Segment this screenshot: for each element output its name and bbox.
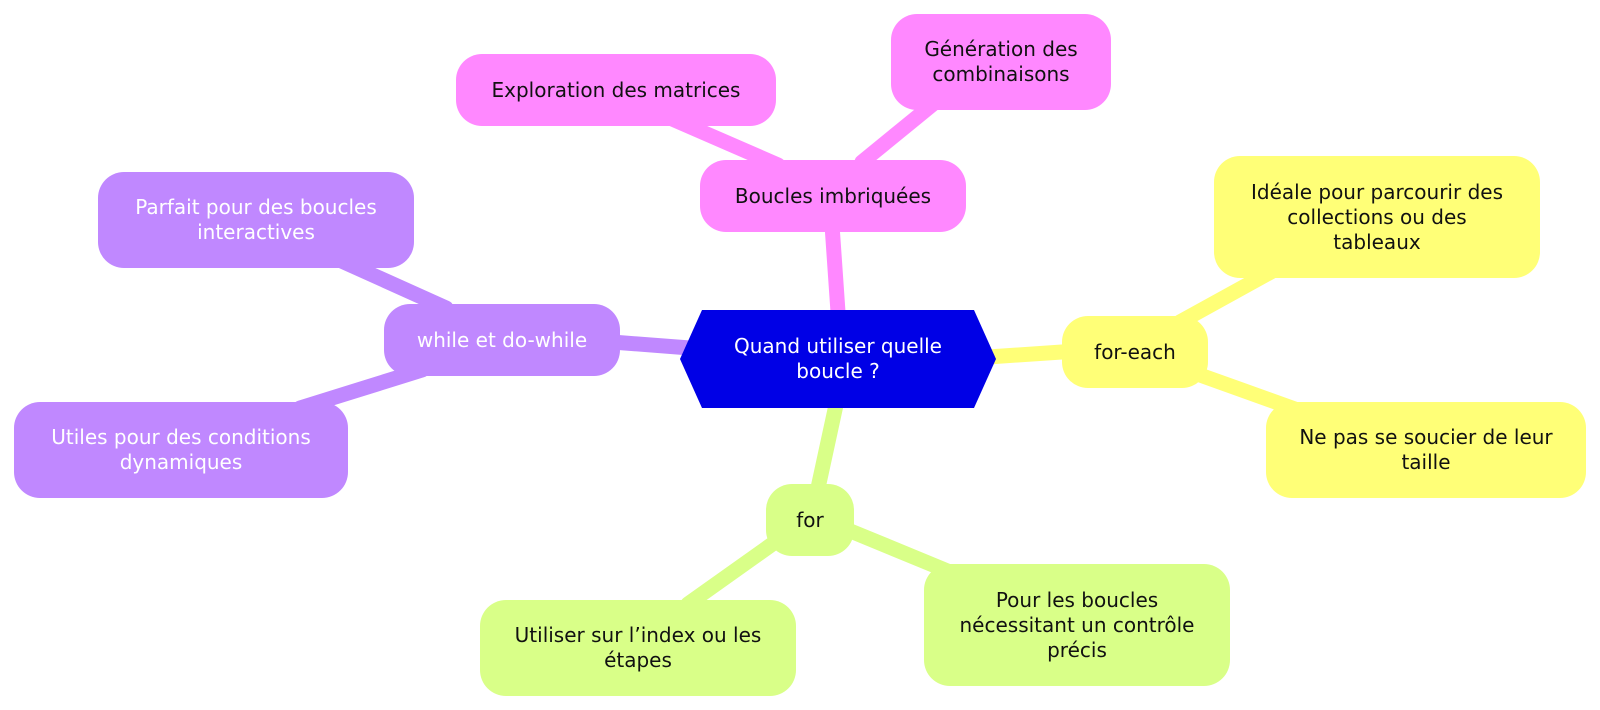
branch-for: for bbox=[766, 484, 854, 556]
leaf-matrices-label: Exploration des matrices bbox=[491, 77, 741, 102]
branch-nested-loops: Boucles imbriquées bbox=[700, 160, 966, 232]
leaf-precise-label: Pour les boucles nécessitant un contrôle… bbox=[959, 587, 1195, 662]
leaf-interactive: Parfait pour des boucles interactives bbox=[98, 172, 414, 268]
leaf-combinations: Génération des combinaisons bbox=[891, 14, 1111, 110]
leaf-dynamic-label: Utiles pour des conditions dynamiques bbox=[51, 425, 311, 474]
leaf-size-label: Ne pas se soucier de leur taille bbox=[1299, 425, 1553, 474]
connector-nested-combinations bbox=[854, 92, 946, 170]
connector-root-for bbox=[810, 397, 844, 496]
branch-while: while et do-while bbox=[384, 304, 620, 376]
connector-while-dynamic bbox=[292, 362, 430, 416]
leaf-precise: Pour les boucles nécessitant un contrôle… bbox=[924, 564, 1230, 686]
connector-for-index bbox=[680, 532, 786, 612]
root-hexagon bbox=[680, 310, 996, 408]
branch-for-label: for bbox=[796, 507, 824, 532]
leaf-index-label: Utiliser sur l’index ou les étapes bbox=[514, 623, 762, 672]
branch-while-label: while et do-while bbox=[416, 327, 588, 352]
leaf-collections: Idéale pour parcourir des collections ou… bbox=[1214, 156, 1540, 278]
root-label: Quand utiliser quelle boucle ? bbox=[734, 334, 942, 383]
branch-nested-loops-label: Boucles imbriquées bbox=[734, 183, 932, 208]
leaf-size: Ne pas se soucier de leur taille bbox=[1266, 402, 1586, 498]
connector-for-precise bbox=[840, 522, 958, 580]
connector-root-while bbox=[604, 334, 698, 356]
leaf-index: Utiliser sur l’index ou les étapes bbox=[480, 600, 796, 696]
connector-root-foreach bbox=[980, 344, 1070, 365]
connector-root-nested bbox=[824, 217, 846, 320]
leaf-matrices: Exploration des matrices bbox=[456, 54, 776, 126]
leaf-interactive-label: Parfait pour des boucles interactives bbox=[135, 195, 377, 244]
root-node: Quand utiliser quelle boucle ? bbox=[680, 310, 996, 408]
leaf-combinations-label: Génération des combinaisons bbox=[924, 37, 1078, 86]
branch-foreach-label: for-each bbox=[1094, 339, 1176, 364]
leaf-collections-label: Idéale pour parcourir des collections ou… bbox=[1251, 179, 1503, 254]
leaf-dynamic: Utiles pour des conditions dynamiques bbox=[14, 402, 348, 498]
branch-foreach: for-each bbox=[1062, 316, 1208, 388]
